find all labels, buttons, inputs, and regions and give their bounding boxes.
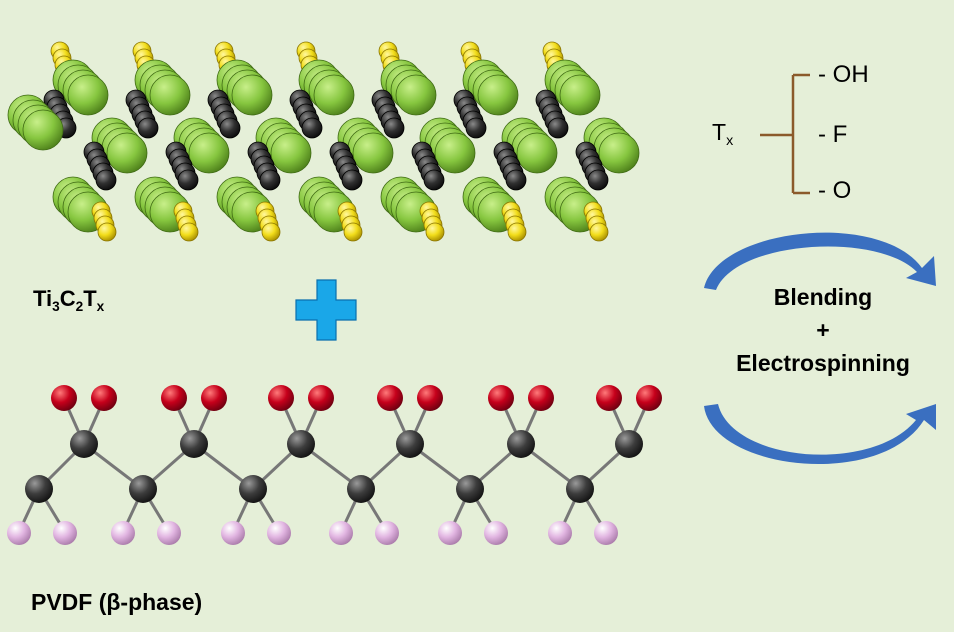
pvdf-bonds — [17, 398, 651, 533]
mxene-label: Ti3C2Tx — [33, 286, 105, 314]
terminal-atom-stack — [255, 201, 281, 242]
ti-atom-stack — [173, 117, 230, 174]
carbon-atom — [347, 475, 375, 503]
ti-atom-stack — [583, 117, 640, 174]
carbon-atom-stack — [165, 141, 199, 191]
carbon-atom-stack — [371, 89, 405, 139]
carbon-atom-stack — [453, 89, 487, 139]
hydrogen-atom — [111, 521, 135, 545]
carbon-atom-stack — [575, 141, 609, 191]
ti-atom-stack — [134, 59, 191, 116]
fluorine-atom — [488, 385, 514, 411]
ti-atom-stack — [380, 59, 437, 116]
hydrogen-atom — [221, 521, 245, 545]
carbon-atom — [396, 430, 424, 458]
carbon-atom-stack — [83, 141, 117, 191]
carbon-atom-stack — [493, 141, 527, 191]
terminal-atom-stack — [501, 201, 527, 242]
carbon-atom-stack — [329, 141, 363, 191]
carbon-atom-stack — [289, 89, 323, 139]
carbon-atom — [25, 475, 53, 503]
termination-root-label: Tx — [712, 119, 734, 149]
ti-atom-stack — [544, 176, 601, 233]
fluorine-atom — [308, 385, 334, 411]
ti-atom-stack — [298, 59, 355, 116]
carbon-atom — [615, 430, 643, 458]
carbon-atom-stack — [535, 89, 569, 139]
mxene-structure — [7, 41, 640, 242]
termination-group-oh: - OH — [818, 61, 869, 88]
fluorine-atom — [377, 385, 403, 411]
carbon-atom-stack — [207, 89, 241, 139]
hydrogen-atom — [53, 521, 77, 545]
carbon-atom-stack — [125, 89, 159, 139]
hydrogen-atom — [375, 521, 399, 545]
ti-atom-stack — [216, 59, 273, 116]
carbon-atom — [456, 475, 484, 503]
process-arrow-bottom — [704, 404, 936, 465]
process-text: Blending + Electrospinning — [704, 281, 942, 380]
hydrogen-atom — [267, 521, 291, 545]
termination-group-o: - O — [818, 177, 852, 204]
fluorine-atom — [201, 385, 227, 411]
ti-atom-stack — [134, 176, 191, 233]
ti-atom-stack — [216, 176, 273, 233]
ti-atom-stack — [380, 176, 437, 233]
hydrogen-atom — [7, 521, 31, 545]
ti-atom-stack — [501, 117, 558, 174]
process-arrow-top — [704, 232, 936, 290]
fluorine-atom — [51, 385, 77, 411]
terminal-atom-stack — [337, 201, 363, 242]
terminal-atom-stack — [419, 201, 445, 242]
fluorine-atom — [161, 385, 187, 411]
carbon-atom — [129, 475, 157, 503]
hydrogen-atom — [438, 521, 462, 545]
fluorine-atom — [417, 385, 443, 411]
ti-atom-stack — [52, 176, 109, 233]
hydrogen-atom — [594, 521, 618, 545]
hydrogen-atom — [484, 521, 508, 545]
plus-sign — [295, 279, 357, 341]
fluorine-atom — [91, 385, 117, 411]
ti-atom-stack — [462, 59, 519, 116]
carbon-atom — [287, 430, 315, 458]
ti-atom-stack — [7, 94, 64, 151]
fluorine-atom — [596, 385, 622, 411]
carbon-atom — [180, 430, 208, 458]
carbon-atom — [507, 430, 535, 458]
carbon-atom-stack — [247, 141, 281, 191]
termination-group-f: - F — [818, 121, 848, 148]
ti-atom-stack — [462, 176, 519, 233]
process-step-blending: Blending — [773, 284, 873, 310]
hydrogen-atom — [157, 521, 181, 545]
ti-atom-stack — [255, 117, 312, 174]
carbon-atom — [70, 430, 98, 458]
termination-bracket — [760, 73, 810, 195]
carbon-atom — [566, 475, 594, 503]
terminal-atom-stack — [173, 201, 199, 242]
hydrogen-atom — [548, 521, 572, 545]
terminal-atom-stack — [583, 201, 609, 242]
carbon-atom-stack — [411, 141, 445, 191]
process-step-electrospinning: Electrospinning — [736, 350, 910, 376]
pvdf-chain — [7, 385, 662, 545]
process-step-plus: + — [816, 317, 830, 343]
carbon-atom — [239, 475, 267, 503]
pvdf-label: PVDF (β-phase) — [31, 589, 203, 615]
fluorine-atom — [636, 385, 662, 411]
ti-atom-stack — [52, 59, 109, 116]
terminal-atom-stack — [91, 201, 117, 242]
fluorine-atom — [268, 385, 294, 411]
ti-atom-stack — [337, 117, 394, 174]
hydrogen-atom — [329, 521, 353, 545]
ti-atom-stack — [544, 59, 601, 116]
fluorine-atom — [528, 385, 554, 411]
